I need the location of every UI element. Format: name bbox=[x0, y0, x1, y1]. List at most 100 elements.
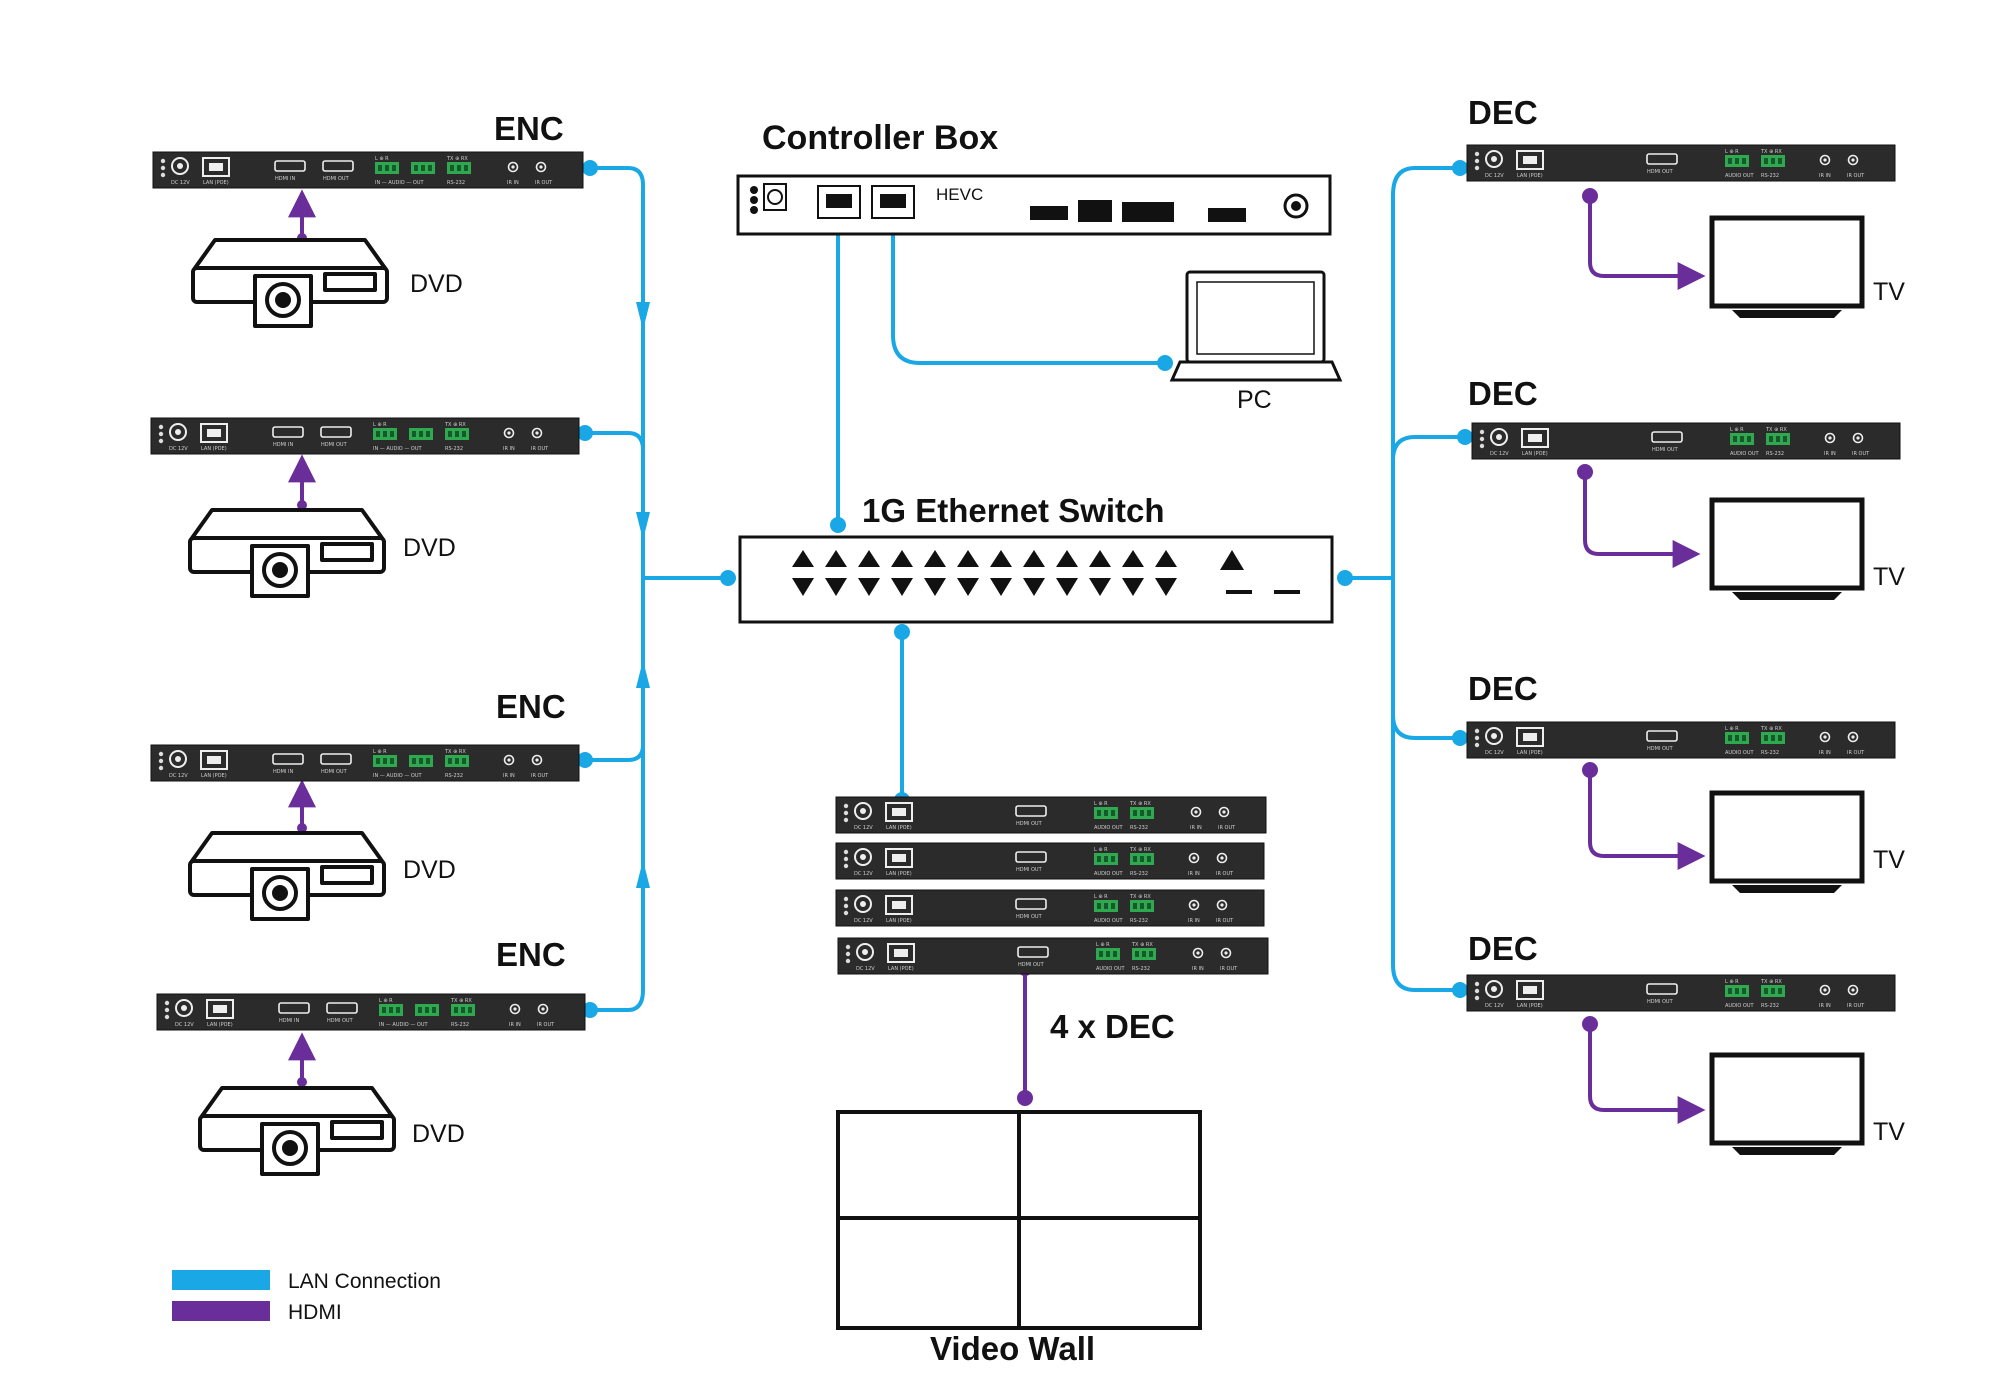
audio-lr-label: L ⊕ R bbox=[373, 749, 387, 755]
dvd-label-3: DVD bbox=[403, 856, 456, 884]
hdmi-port-label: HDMI OUT bbox=[1647, 999, 1674, 1005]
ir-label: IR IN bbox=[1819, 1003, 1831, 1009]
switch-port-top bbox=[1056, 550, 1078, 567]
tv-label-3: TV bbox=[1873, 846, 1905, 874]
lan-label: LAN (POE) bbox=[1517, 1003, 1543, 1009]
audio-lr-label: L ⊕ R bbox=[379, 998, 393, 1004]
ir-label: IR OUT bbox=[531, 773, 549, 779]
ir-label: IR IN bbox=[503, 773, 515, 779]
ir-label: IR IN bbox=[1824, 451, 1836, 457]
switch-port-bottom bbox=[825, 578, 847, 596]
dvd-player-icon-3 bbox=[188, 831, 386, 921]
lan-label: LAN (POE) bbox=[1522, 451, 1548, 457]
tv-label-2: TV bbox=[1873, 563, 1905, 591]
rs232-txrx-label: TX ⊕ RX bbox=[444, 749, 466, 755]
ir-label: IR IN bbox=[1819, 173, 1831, 179]
lan-label: LAN (POE) bbox=[1517, 173, 1543, 179]
audio-label: AUDIO OUT bbox=[1730, 451, 1760, 457]
switch-port-top bbox=[1023, 550, 1045, 567]
wall-dec-label: 4 x DEC bbox=[1050, 1008, 1175, 1045]
legend-label-hdmi: HDMI bbox=[288, 1301, 342, 1324]
hdmi-port-label: HDMI OUT bbox=[1016, 914, 1043, 920]
rs232-label: RS-232 bbox=[1132, 966, 1150, 972]
legend: LAN Connection HDMI bbox=[172, 1270, 441, 1324]
video-wall-label: Video Wall bbox=[930, 1330, 1095, 1367]
audio-label: IN — AUDIO — OUT bbox=[373, 773, 423, 779]
audio-label: AUDIO OUT bbox=[1094, 871, 1124, 877]
audio-lr-label: L ⊕ R bbox=[373, 422, 387, 428]
rs232-label: RS-232 bbox=[1761, 750, 1779, 756]
lan-label: LAN (POE) bbox=[203, 180, 229, 186]
ir-label: IR OUT bbox=[1216, 871, 1234, 877]
ir-label: IR IN bbox=[1188, 918, 1200, 924]
rs232-txrx-label: TX ⊕ RX bbox=[1760, 726, 1782, 732]
dec-label-4: DEC bbox=[1468, 930, 1538, 967]
dvd-label-2: DVD bbox=[403, 534, 456, 562]
switch-port-top bbox=[1155, 550, 1177, 567]
audio-label: IN — AUDIO — OUT bbox=[379, 1022, 429, 1028]
ir-label: IR OUT bbox=[1852, 451, 1870, 457]
ir-label: IR IN bbox=[1190, 825, 1202, 831]
audio-lr-label: L ⊕ R bbox=[1730, 427, 1744, 433]
rs232-txrx-label: TX ⊕ RX bbox=[444, 422, 466, 428]
dec-label-1: DEC bbox=[1468, 94, 1538, 131]
dvd-player-icon-2 bbox=[188, 508, 386, 598]
audio-label: AUDIO OUT bbox=[1725, 750, 1755, 756]
switch-port-top bbox=[1089, 550, 1111, 567]
rs232-txrx-label: TX ⊕ RX bbox=[1131, 942, 1153, 948]
rs232-txrx-label: TX ⊕ RX bbox=[1760, 149, 1782, 155]
enc-label-3: ENC bbox=[496, 936, 566, 973]
hdmi-port-label: HDMI OUT bbox=[323, 176, 350, 182]
lan-flow-arrows bbox=[636, 302, 650, 888]
dc-label: DC 12V bbox=[856, 966, 875, 972]
lan-label: LAN (POE) bbox=[886, 871, 912, 877]
pc-label: PC bbox=[1237, 386, 1272, 414]
controller-box: HEVC bbox=[736, 174, 1332, 236]
dc-label: DC 12V bbox=[854, 825, 873, 831]
hdmi-port-label: HDMI OUT bbox=[1647, 169, 1674, 175]
switch-port-top bbox=[825, 550, 847, 567]
ir-label: IR OUT bbox=[1847, 173, 1865, 179]
dec-label-2: DEC bbox=[1468, 375, 1538, 412]
lan-label: LAN (POE) bbox=[888, 966, 914, 972]
ir-label: IR IN bbox=[1188, 871, 1200, 877]
rs232-label: RS-232 bbox=[445, 773, 463, 779]
pc-laptop-icon bbox=[1169, 270, 1343, 382]
switch-port-bottom bbox=[1122, 578, 1144, 596]
hdmi-port-label: HDMI OUT bbox=[321, 442, 348, 448]
hdmi-port-label: HDMI IN bbox=[275, 176, 295, 182]
video-wall bbox=[836, 1110, 1202, 1330]
lan-label: LAN (POE) bbox=[201, 446, 227, 452]
lan-label: LAN (POE) bbox=[886, 825, 912, 831]
rs232-txrx-label: TX ⊕ RX bbox=[1765, 427, 1787, 433]
dc-label: DC 12V bbox=[169, 446, 188, 452]
ir-label: IR IN bbox=[503, 446, 515, 452]
audio-lr-label: L ⊕ R bbox=[1094, 801, 1108, 807]
switch-port-bottom bbox=[1155, 578, 1177, 596]
switch-port-top bbox=[891, 550, 913, 567]
dvd-label-4: DVD bbox=[412, 1120, 465, 1148]
switch-port-bottom bbox=[1023, 578, 1045, 596]
legend-swatch-hdmi bbox=[172, 1301, 270, 1321]
tv-icon-4 bbox=[1709, 1052, 1865, 1155]
dc-label: DC 12V bbox=[1485, 1003, 1504, 1009]
hdmi-port-label: HDMI OUT bbox=[321, 769, 348, 775]
dvd-player-icon-4 bbox=[198, 1086, 396, 1176]
legend-swatch-lan bbox=[172, 1270, 270, 1290]
audio-label: IN — AUDIO — OUT bbox=[373, 446, 423, 452]
switch-port-bottom bbox=[858, 578, 880, 596]
dc-label: DC 12V bbox=[175, 1022, 194, 1028]
dvd-player-icon-1 bbox=[191, 238, 389, 328]
switch-port-top bbox=[792, 550, 814, 567]
rs232-txrx-label: TX ⊕ RX bbox=[1129, 847, 1151, 853]
ir-label: IR IN bbox=[1819, 750, 1831, 756]
hdmi-port-label: HDMI IN bbox=[279, 1018, 299, 1024]
hdmi-port-label: HDMI OUT bbox=[1016, 867, 1043, 873]
